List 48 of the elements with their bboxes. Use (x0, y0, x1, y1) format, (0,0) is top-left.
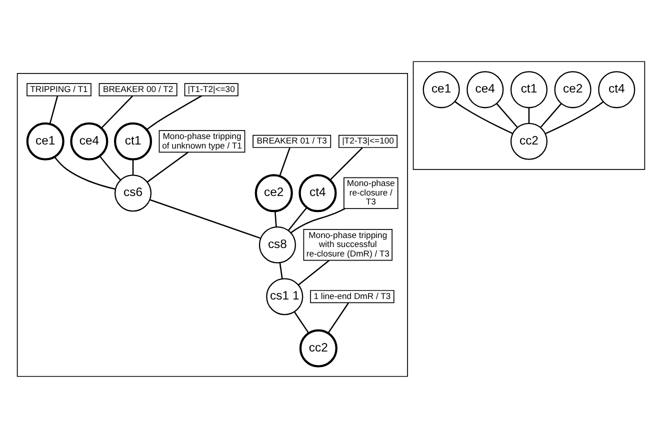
node-circle: ce2 (554, 71, 592, 108)
node-circle: cc2 (299, 329, 338, 368)
connector (99, 156, 121, 180)
node-circle: ct4 (598, 71, 636, 108)
cluster (412, 61, 646, 170)
node-box: |T1-T2|<=30 (184, 83, 238, 96)
node-circle: ce4 (70, 122, 108, 160)
node-circle: cc2 (510, 122, 548, 160)
connector (274, 211, 277, 227)
connector (294, 312, 310, 334)
connector (454, 101, 513, 134)
node-box: TRIPPING / T1 (26, 83, 92, 96)
node-box: 1 line-end DmR / T3 (310, 290, 394, 304)
connector (279, 262, 283, 279)
node-circle: ct4 (298, 174, 337, 212)
connector (49, 96, 58, 124)
connector (132, 159, 134, 175)
connector (54, 156, 116, 190)
connector (328, 302, 349, 334)
node-circle: ct1 (114, 122, 152, 160)
connector (290, 208, 346, 234)
node-box: Mono-phase re-closure / T3 (344, 177, 398, 210)
node-circle: cs8 (258, 226, 296, 264)
connector (330, 147, 363, 180)
node-circle: cs1 1 (266, 278, 304, 316)
node-circle: cs6 (114, 174, 152, 212)
connector (496, 103, 518, 128)
connector (544, 101, 604, 134)
node-circle: ce4 (466, 71, 504, 108)
node-box: Mono-phase tripping of unknown type / T1 (158, 130, 246, 153)
node-circle: ce2 (254, 174, 293, 212)
cluster (16, 73, 408, 377)
node-box: Mono-phase tripping with successful re-closure (DmR) / T3 (303, 228, 392, 261)
connector (540, 103, 562, 128)
connector (288, 207, 308, 231)
node-box: BREAKER 00 / T2 (98, 83, 178, 96)
connector (146, 152, 188, 183)
node-circle: ce1 (422, 71, 460, 108)
connector (146, 95, 202, 130)
connector (528, 108, 530, 124)
connector (150, 199, 261, 239)
node-circle: ct1 (510, 71, 548, 108)
connector (279, 147, 290, 176)
connector (101, 96, 134, 128)
node-circle: ce1 (26, 122, 64, 160)
connector (298, 260, 330, 286)
node-box: |T2-T3|<=100 (338, 134, 398, 148)
node-box: BREAKER 01 / T3 (252, 134, 332, 148)
